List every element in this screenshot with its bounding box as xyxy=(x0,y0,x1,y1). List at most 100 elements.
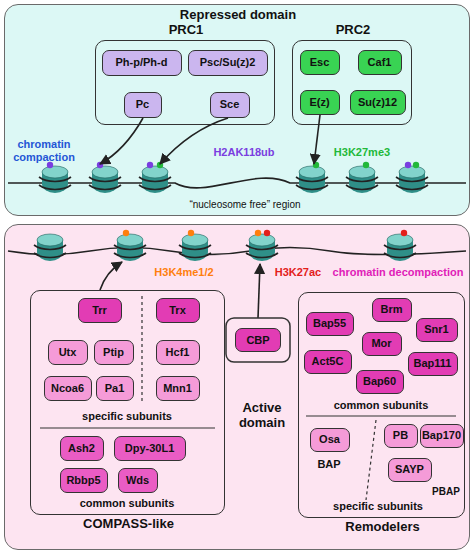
subunit-pill: Snr1 xyxy=(416,318,458,342)
subunit-name: Pa1 xyxy=(105,383,125,394)
subunit-name: Snr1 xyxy=(424,324,448,335)
subunit-pill: Brm xyxy=(372,298,412,322)
nucleosome xyxy=(296,166,328,193)
subunit-name: Pc xyxy=(136,99,149,110)
divider-line xyxy=(366,420,376,500)
histone-mark xyxy=(413,162,419,168)
subunit-pill: Act5C xyxy=(304,350,352,374)
subunit-pill: E(z) xyxy=(300,90,340,115)
subunit-name: Dpy-30L1 xyxy=(125,443,175,454)
complex-box: PRC1Ph-p/Ph-dPsc/Su(z)2PcSce xyxy=(95,40,275,125)
arrow xyxy=(314,115,320,164)
subunit-pill: Caf1 xyxy=(358,50,402,75)
annotation-label: chromatin decompaction xyxy=(326,266,470,279)
nucleosome xyxy=(39,166,71,193)
annotation-label: specific subunits xyxy=(316,500,440,513)
subunit-pill: Pc xyxy=(124,92,162,118)
domain-panel: Repressed domainPRC1Ph-p/Ph-dPsc/Su(z)2P… xyxy=(4,4,470,216)
annotation-label: specific subunits xyxy=(62,410,192,423)
subunit-name: Rbbp5 xyxy=(66,475,100,486)
group-title: COMPASS-like xyxy=(31,517,226,532)
subunit-name: Wds xyxy=(126,475,149,486)
subunit-name: Esc xyxy=(310,57,330,68)
subunit-pill: Ph-p/Ph-d xyxy=(102,50,182,76)
divider-line xyxy=(141,296,142,404)
subunit-pill: Bap170 xyxy=(420,424,464,448)
group-title: PRC2 xyxy=(293,23,413,38)
arrow xyxy=(258,264,260,318)
complex-box: RemodelersBap55BrmSnr1MorAct5CBap111Bap6… xyxy=(298,292,465,518)
subunit-pill: SAYP xyxy=(388,458,432,482)
annotation-label: common subunits xyxy=(62,497,192,510)
nucleosome xyxy=(346,166,378,193)
nucleosome xyxy=(34,234,66,261)
nucleosome xyxy=(114,234,146,261)
subunit-name: Trx xyxy=(169,305,186,316)
subunit-name: Brm xyxy=(380,304,402,315)
subunit-name: Utx xyxy=(59,347,77,358)
dna-strand xyxy=(8,178,466,188)
subunit-pill: Psc/Su(z)2 xyxy=(188,50,268,76)
subunit-pill: Mor xyxy=(362,332,402,356)
subunit-name: Psc/Su(z)2 xyxy=(200,57,256,68)
group-title: Active domain xyxy=(226,401,298,431)
histone-mark xyxy=(147,162,153,168)
subunit-pill: Bap111 xyxy=(408,352,458,376)
annotation-label: H3K27ac xyxy=(270,266,326,279)
subunit-name: Su(z)12 xyxy=(358,97,397,108)
annotation-label: BAP xyxy=(306,458,352,471)
subunit-name: PB xyxy=(393,430,408,441)
subunit-name: Osa xyxy=(319,434,340,445)
group-title: Remodelers xyxy=(299,520,466,535)
subunit-pill: Pa1 xyxy=(96,376,134,401)
divider-line xyxy=(306,415,456,416)
subunit-pill: Ptip xyxy=(94,340,134,365)
subunit-name: SAYP xyxy=(395,464,424,475)
complex-box: COMPASS-likeTrrTrxUtxPtipHcf1Ncoa6Pa1Mnn… xyxy=(30,290,225,515)
subunit-pill: Mnn1 xyxy=(156,376,200,401)
histone-mark xyxy=(405,162,411,168)
subunit-pill: Osa xyxy=(310,428,350,452)
domain-panel: Active domainCOMPASS-like Trr TrxUtx Ptip Hc… xyxy=(4,224,470,550)
dna-strand xyxy=(8,248,466,255)
subunit-name: Ncoa6 xyxy=(51,383,84,394)
subunit-pill: Wds xyxy=(118,468,158,493)
subunit-name: Trr xyxy=(92,305,107,316)
histone-mark xyxy=(123,230,129,236)
annotation-label: “nucleosome free” region xyxy=(160,199,330,211)
subunit-name: Act5C xyxy=(312,356,344,367)
subunit-name: E(z) xyxy=(309,97,329,108)
subunit-name: Ph-p/Ph-d xyxy=(116,57,168,68)
histone-mark xyxy=(313,162,319,168)
histone-mark xyxy=(47,162,53,168)
complex-box: PRC2EscCaf1E(z)Su(z)12 xyxy=(292,40,412,125)
subunit-pill: Trr xyxy=(78,298,122,323)
subunit-name: Caf1 xyxy=(368,57,392,68)
subunit-name: Bap170 xyxy=(422,430,461,441)
histone-mark xyxy=(188,230,194,236)
subunit-pill: Ncoa6 xyxy=(44,376,92,401)
subunit-pill: Bap55 xyxy=(306,312,354,336)
subunit-pill: Bap60 xyxy=(356,370,404,394)
divider-line xyxy=(40,427,215,428)
nucleosome xyxy=(89,166,121,193)
nucleosome xyxy=(139,166,171,193)
arrow xyxy=(100,118,143,164)
subunit-name: Mnn1 xyxy=(163,383,192,394)
annotation-label: H2AK118ub xyxy=(205,146,283,159)
annotation-label: H3K4me1/2 xyxy=(146,266,222,279)
nucleosome xyxy=(179,234,211,261)
subunit-pill: Rbbp5 xyxy=(60,468,108,493)
arrow xyxy=(100,262,122,290)
subunit-name: Hcf1 xyxy=(166,347,190,358)
annotation-label: H3K27me3 xyxy=(326,146,398,159)
group-title: PRC1 xyxy=(96,23,276,38)
histone-mark xyxy=(97,162,103,168)
subunit-name: Bap55 xyxy=(313,318,346,329)
nucleosome xyxy=(396,166,428,193)
histone-mark xyxy=(157,162,163,168)
histone-mark xyxy=(401,230,407,236)
annotation-label: PBAP xyxy=(428,486,464,498)
subunit-pill: Dpy-30L1 xyxy=(114,436,186,461)
subunit-name: Mor xyxy=(371,338,391,349)
